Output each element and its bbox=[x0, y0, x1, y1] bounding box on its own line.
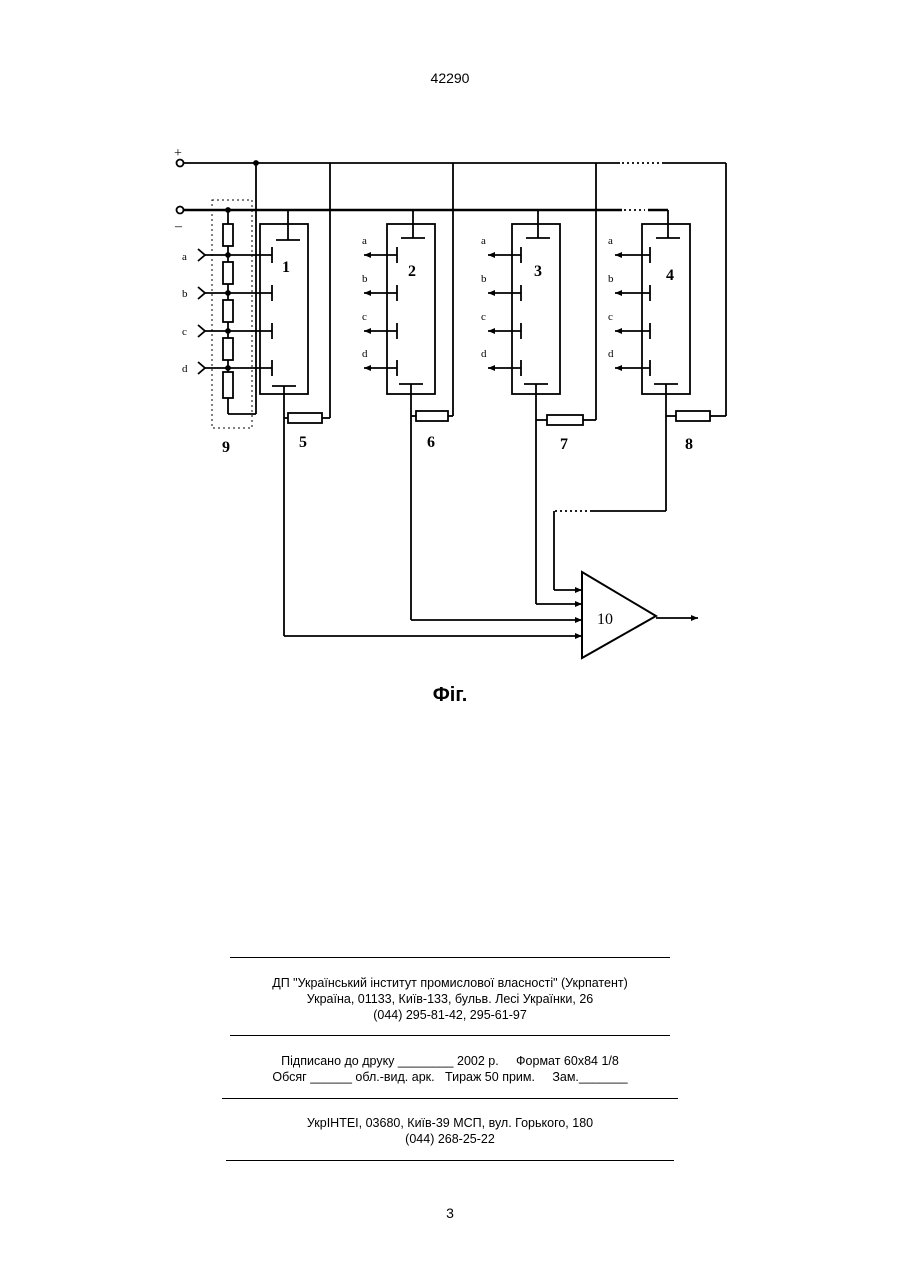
amplifier-label: 10 bbox=[597, 611, 613, 628]
print-info-block: Підписано до друку ________ 2002 р. Форм… bbox=[0, 1053, 900, 1085]
printer-phone: (044) 268-25-22 bbox=[0, 1131, 900, 1147]
divider-line bbox=[222, 1098, 678, 1099]
page-number: 3 bbox=[0, 1205, 900, 1221]
divider-line bbox=[230, 1035, 670, 1036]
circuit-diagram: + – 1 2 3 4 bbox=[0, 0, 900, 680]
unit-1-inputs bbox=[228, 247, 272, 376]
tap-label-c: c bbox=[608, 311, 613, 323]
resistor-8: 8 bbox=[666, 163, 726, 453]
unit-2-label: 2 bbox=[408, 263, 416, 280]
divider-line bbox=[230, 957, 670, 958]
divider-label: 9 bbox=[222, 439, 230, 456]
amplifier: 10 bbox=[582, 572, 698, 658]
minus-terminal-label: – bbox=[174, 219, 183, 234]
unit-3: 3 bbox=[512, 210, 560, 394]
publisher-name: ДП "Український інститут промислової вла… bbox=[0, 975, 900, 991]
unit-2: 2 bbox=[387, 210, 435, 394]
tap-label-a: a bbox=[182, 251, 187, 263]
resistor-6: 6 bbox=[411, 163, 453, 451]
signed-for-print: Підписано до друку ________ 2002 р. Форм… bbox=[0, 1053, 900, 1069]
volume-circulation: Обсяг ______ обл.-вид. арк. Тираж 50 при… bbox=[0, 1069, 900, 1085]
tap-label-c: c bbox=[481, 311, 486, 323]
unit-4-outputs: a b c d bbox=[608, 235, 650, 376]
tap-label-b: b bbox=[362, 273, 368, 285]
publisher-block: ДП "Український інститут промислової вла… bbox=[0, 975, 900, 1023]
tap-label-d: d bbox=[362, 348, 368, 360]
resistor-5: 5 bbox=[284, 163, 330, 451]
publisher-phone: (044) 295-81-42, 295-61-97 bbox=[0, 1007, 900, 1023]
tap-label-b: b bbox=[182, 288, 188, 300]
tap-label-c: c bbox=[182, 326, 187, 338]
resistor-8-label: 8 bbox=[685, 436, 693, 453]
tap-label-a: a bbox=[608, 235, 613, 247]
tap-label-a: a bbox=[481, 235, 486, 247]
unit-3-outputs: a b c d bbox=[481, 235, 521, 376]
tap-label-d: d bbox=[182, 363, 188, 375]
unit-3-label: 3 bbox=[534, 263, 542, 280]
publisher-address: Україна, 01133, Київ-133, бульв. Лесі Ук… bbox=[0, 991, 900, 1007]
unit-4-label: 4 bbox=[666, 267, 674, 284]
voltage-divider: a b c d 9 bbox=[182, 161, 258, 456]
unit-1-label: 1 bbox=[282, 259, 290, 276]
tap-label-a: a bbox=[362, 235, 367, 247]
tap-label-d: d bbox=[608, 348, 614, 360]
printer-block: УкрІНТЕІ, 03680, Київ-39 МСП, вул. Горьк… bbox=[0, 1115, 900, 1147]
plus-terminal bbox=[177, 160, 184, 167]
resistor-7-label: 7 bbox=[560, 436, 568, 453]
tap-label-b: b bbox=[608, 273, 614, 285]
tap-label-c: c bbox=[362, 311, 367, 323]
tap-label-b: b bbox=[481, 273, 487, 285]
printer-address: УкрІНТЕІ, 03680, Київ-39 МСП, вул. Горьк… bbox=[0, 1115, 900, 1131]
figure-caption: Фіг. bbox=[0, 684, 900, 707]
resistor-6-label: 6 bbox=[427, 434, 435, 451]
resistor-5-label: 5 bbox=[299, 434, 307, 451]
resistor-7: 7 bbox=[536, 163, 596, 453]
divider-line bbox=[226, 1160, 674, 1161]
tap-label-d: d bbox=[481, 348, 487, 360]
unit-1: 1 bbox=[260, 210, 308, 394]
minus-terminal bbox=[177, 207, 184, 214]
unit-2-outputs: a b c d bbox=[362, 235, 397, 376]
